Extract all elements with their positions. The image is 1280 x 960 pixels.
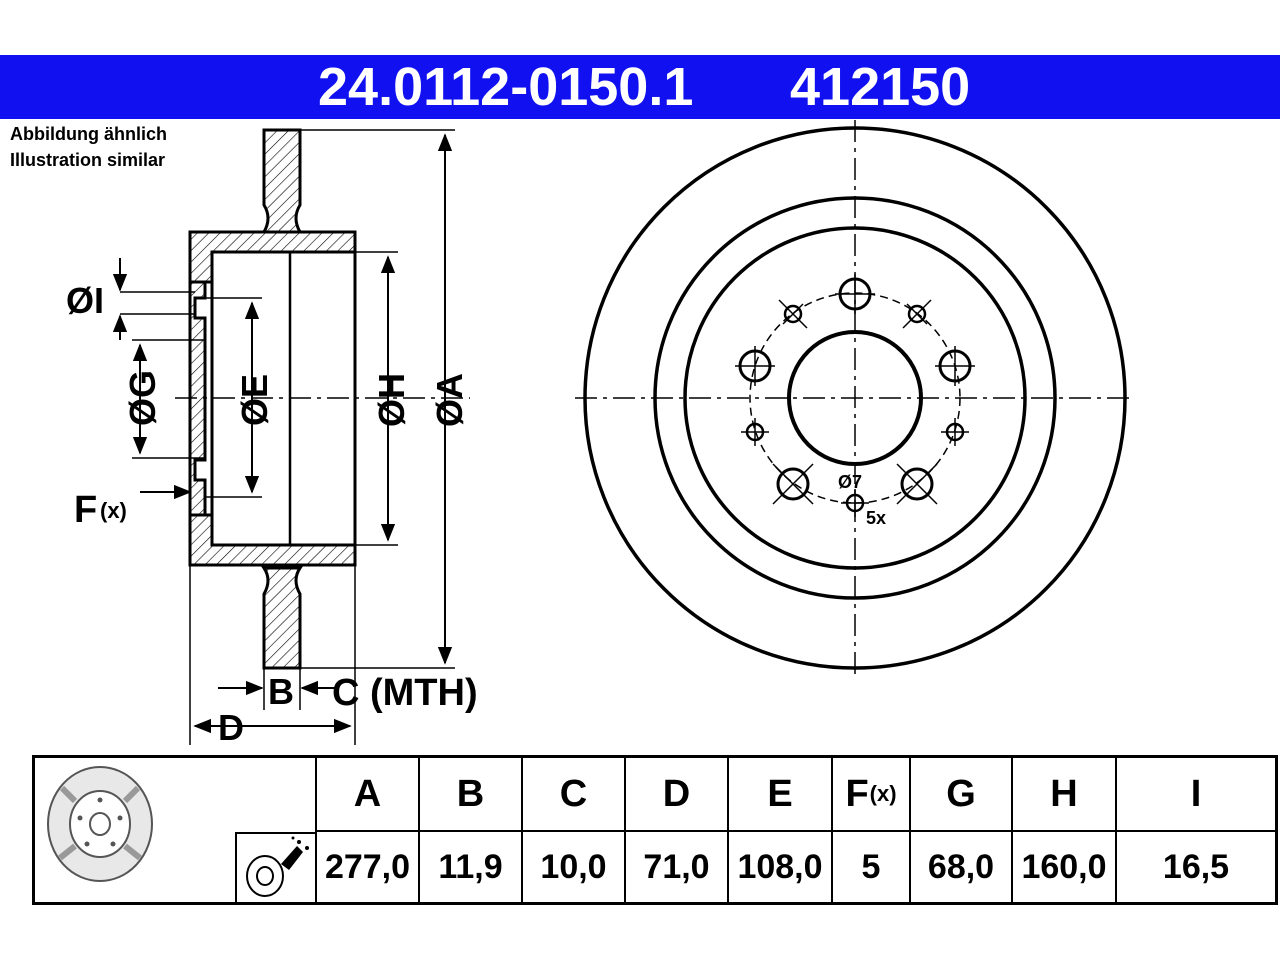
label-hole-diameter: Ø7 (838, 472, 862, 492)
label-f: F (74, 489, 97, 531)
front-view (575, 120, 1135, 678)
note-line-2: Illustration similar (10, 150, 166, 170)
bolt-holes (735, 274, 975, 505)
header-g: G (909, 758, 1011, 832)
note-line-1: Abbildung ähnlich (10, 124, 167, 144)
header-e: E (727, 758, 831, 832)
header-d: D (624, 758, 727, 832)
center-bore (787, 330, 923, 466)
label-hole-count: 5x (866, 508, 886, 528)
small-holes (741, 299, 969, 517)
label-diameter-i: ØI (66, 280, 104, 321)
value-h: 160,0 (1011, 832, 1115, 902)
label-diameter-g: ØG (122, 370, 163, 426)
label-diameter-h: ØH (371, 373, 412, 427)
header-i: I (1115, 758, 1275, 832)
value-f: 5 (831, 832, 909, 902)
hat-outer-edge (683, 226, 1027, 570)
header-f: F(x) (831, 758, 909, 832)
value-e: 108,0 (727, 832, 831, 902)
header-c: C (521, 758, 624, 832)
reference-number: 412150 (790, 57, 971, 117)
label-f-sub: (x) (100, 498, 127, 523)
value-a: 277,0 (315, 832, 418, 902)
label-c-mth: C (MTH) (332, 672, 478, 714)
friction-inner-edge (653, 196, 1057, 600)
header-a: A (315, 758, 418, 832)
outer-edge (583, 126, 1127, 670)
spray-can-icon (235, 832, 315, 902)
value-d: 71,0 (624, 832, 727, 902)
header-bar: 24.0112-0150.1 412150 (0, 55, 1280, 119)
cross-section-view (112, 128, 470, 745)
label-d: D (218, 707, 244, 748)
value-b: 11,9 (418, 832, 521, 902)
brake-disc-icon (35, 758, 315, 902)
value-g: 68,0 (909, 832, 1011, 902)
label-diameter-e: ØE (234, 374, 275, 426)
hat-bottom-wall (188, 513, 357, 567)
label-diameter-a: ØA (429, 373, 470, 427)
hat-top-wall (188, 230, 357, 284)
label-b: B (268, 671, 294, 712)
header-h: H (1011, 758, 1115, 832)
part-number: 24.0112-0150.1 (318, 57, 694, 117)
value-i: 16,5 (1115, 832, 1275, 902)
spec-table: A B C D E F(x) G H I 277,0 11,9 10,0 71,… (32, 755, 1278, 905)
value-c: 10,0 (521, 832, 624, 902)
header-b: B (418, 758, 521, 832)
